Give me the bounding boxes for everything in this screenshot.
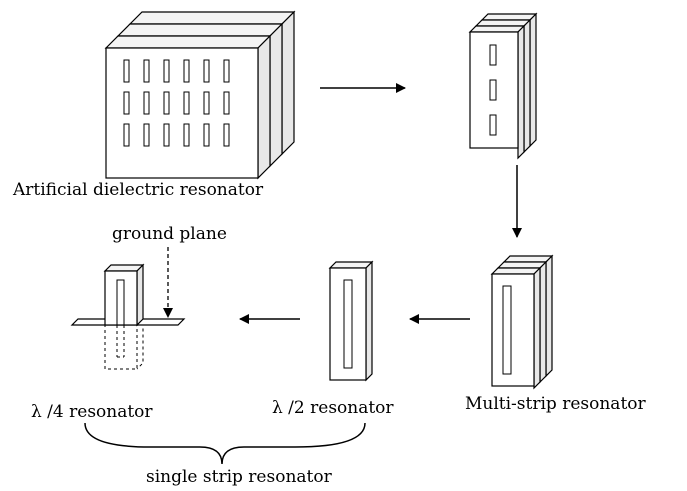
front-face xyxy=(105,47,259,179)
slot xyxy=(143,59,150,83)
slot xyxy=(163,123,170,147)
plate-side-3 xyxy=(269,22,283,168)
strip-slot xyxy=(116,279,125,325)
slot xyxy=(163,59,170,83)
top-face xyxy=(328,261,374,269)
slot xyxy=(203,123,210,147)
multi-strip-label: Multi-strip resonator xyxy=(465,394,646,414)
slot xyxy=(203,59,210,83)
artificial-dielectric-label: Artificial dielectric resonator xyxy=(13,180,264,200)
quarter-wave-resonator xyxy=(70,263,186,370)
plate-top-3 xyxy=(502,255,554,263)
slot xyxy=(183,59,190,83)
plate-top-2 xyxy=(104,35,272,49)
plate-top-1 xyxy=(468,25,526,33)
slot xyxy=(143,123,150,147)
ground-plane-label: ground plane xyxy=(112,224,227,244)
slot xyxy=(203,91,210,115)
slot xyxy=(489,44,497,66)
side-face xyxy=(365,260,373,382)
multi-strip-resonator xyxy=(490,254,554,390)
plate-side-4 xyxy=(281,10,295,156)
slot xyxy=(223,123,230,147)
single-strip-brace xyxy=(84,422,366,465)
plate-top-2 xyxy=(496,261,548,269)
three-plate-block xyxy=(468,12,538,160)
half-wave-resonator xyxy=(328,260,374,382)
strip-slot xyxy=(502,285,512,375)
plate-side-2 xyxy=(523,18,531,154)
single-strip-label: single strip resonator xyxy=(146,467,332,487)
quarter-wave-label: λ /4 resonator xyxy=(31,402,153,422)
image-front xyxy=(104,324,138,370)
slot xyxy=(183,91,190,115)
plate-side-1 xyxy=(533,266,541,390)
slot-grid xyxy=(123,59,230,147)
slot xyxy=(223,91,230,115)
image-below-ground xyxy=(104,317,144,370)
plate-side-1 xyxy=(517,24,525,160)
slot xyxy=(489,79,497,101)
slot xyxy=(123,91,130,115)
plate-side-2 xyxy=(257,34,271,180)
slot xyxy=(183,123,190,147)
slot xyxy=(143,91,150,115)
plate-side-2 xyxy=(539,260,547,384)
plate-side-3 xyxy=(529,12,537,148)
plate-top-1 xyxy=(490,267,542,275)
slot xyxy=(163,91,170,115)
plate-top-2 xyxy=(474,19,532,27)
slot xyxy=(123,59,130,83)
slot xyxy=(123,123,130,147)
slot xyxy=(223,59,230,83)
slot xyxy=(489,114,497,136)
front-face xyxy=(104,270,138,326)
plate-top-4 xyxy=(128,11,296,25)
image-side xyxy=(136,317,144,370)
plate-side-3 xyxy=(545,254,553,378)
side-face xyxy=(136,263,144,327)
half-wave-label: λ /2 resonator xyxy=(272,398,394,418)
artificial-dielectric-resonator xyxy=(104,10,296,180)
plate-top-3 xyxy=(480,13,538,21)
strip-slot xyxy=(343,279,353,369)
plate-top-3 xyxy=(116,23,284,37)
front-face xyxy=(491,273,535,387)
